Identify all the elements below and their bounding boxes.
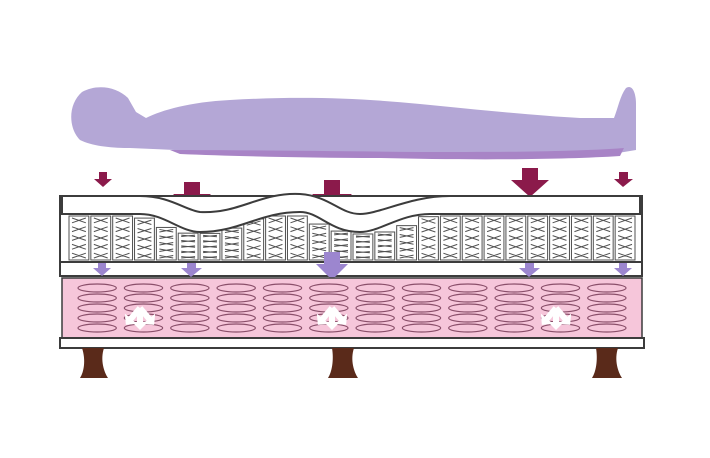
pocket-spring-icon bbox=[155, 226, 177, 261]
person-silhouette-icon bbox=[71, 86, 636, 160]
pocket-spring-icon bbox=[549, 215, 570, 261]
bed-leg-icon bbox=[328, 348, 358, 378]
pocket-spring-icon bbox=[483, 215, 505, 261]
base-foam bbox=[61, 277, 643, 339]
pressure-arrow-icon bbox=[614, 172, 633, 187]
coil-spring-icon bbox=[262, 283, 303, 333]
coil-spring-icon bbox=[587, 283, 627, 333]
pocket-spring-icon bbox=[592, 215, 614, 261]
pocket-spring-icon bbox=[68, 215, 90, 261]
pocket-spring-icon bbox=[286, 215, 308, 261]
middle-board bbox=[59, 261, 643, 277]
pressure-arrow-icon bbox=[181, 263, 202, 277]
pressure-arrow-icon bbox=[511, 168, 549, 197]
pocket-spring-icon bbox=[374, 231, 396, 261]
middle-pressure-arrows bbox=[93, 252, 632, 280]
pocket-spring-icon bbox=[330, 230, 352, 261]
pocket-spring-icon bbox=[614, 215, 636, 261]
coil-spring-icon bbox=[401, 283, 442, 333]
pocket-spring-icon bbox=[243, 218, 265, 261]
dispersion-arrow-icon bbox=[137, 306, 156, 325]
pocket-spring-icon bbox=[570, 215, 592, 261]
coil-spring-icon bbox=[448, 283, 488, 333]
pocket-spring-icon bbox=[418, 216, 439, 261]
pressure-arrow-icon bbox=[94, 172, 112, 187]
comfort-topper bbox=[61, 192, 641, 234]
dispersion-arrow-icon bbox=[132, 308, 148, 330]
pocket-spring-coils bbox=[68, 215, 636, 261]
dispersion-arrow-icon bbox=[548, 308, 564, 330]
pocket-spring-icon bbox=[112, 215, 134, 261]
pocket-spring-icon bbox=[461, 215, 483, 261]
pocket-spring-icon bbox=[505, 215, 527, 261]
pocket-spring-icon bbox=[352, 233, 374, 261]
coil-spring-icon bbox=[216, 283, 256, 333]
dispersion-arrow-icon bbox=[329, 306, 348, 325]
coil-spring-icon bbox=[170, 283, 210, 333]
pressure-arrow-icon bbox=[316, 252, 348, 280]
pocket-spring-icon bbox=[90, 215, 112, 261]
pressure-arrow-icon bbox=[614, 263, 632, 276]
dispersion-arrow-icon bbox=[324, 308, 340, 330]
pressure-arrow-icon bbox=[519, 263, 540, 277]
coil-spring-icon bbox=[355, 283, 395, 333]
pocket-spring-icon bbox=[265, 215, 286, 261]
pocket-spring-icon bbox=[396, 225, 418, 261]
pocket-spring-icon bbox=[177, 232, 199, 261]
pocket-spring-icon bbox=[439, 215, 461, 261]
pocket-spring-icon bbox=[134, 217, 155, 261]
dispersion-arrows bbox=[124, 306, 572, 330]
bed-legs bbox=[80, 348, 622, 378]
pocket-spring-icon bbox=[308, 223, 330, 261]
bed-frame-board bbox=[59, 337, 645, 349]
dispersion-arrow-icon bbox=[553, 306, 572, 325]
pocket-spring-icon bbox=[199, 232, 221, 261]
pressure-arrow-icon bbox=[93, 263, 111, 276]
coil-spring-icon bbox=[494, 283, 534, 333]
coil-spring-icon bbox=[77, 283, 117, 333]
bed-leg-icon bbox=[80, 348, 108, 378]
pocket-spring-icon bbox=[527, 215, 549, 261]
spring-base-layer bbox=[59, 277, 645, 349]
pocket-spring-layer bbox=[59, 192, 643, 277]
bed-leg-icon bbox=[592, 348, 622, 378]
